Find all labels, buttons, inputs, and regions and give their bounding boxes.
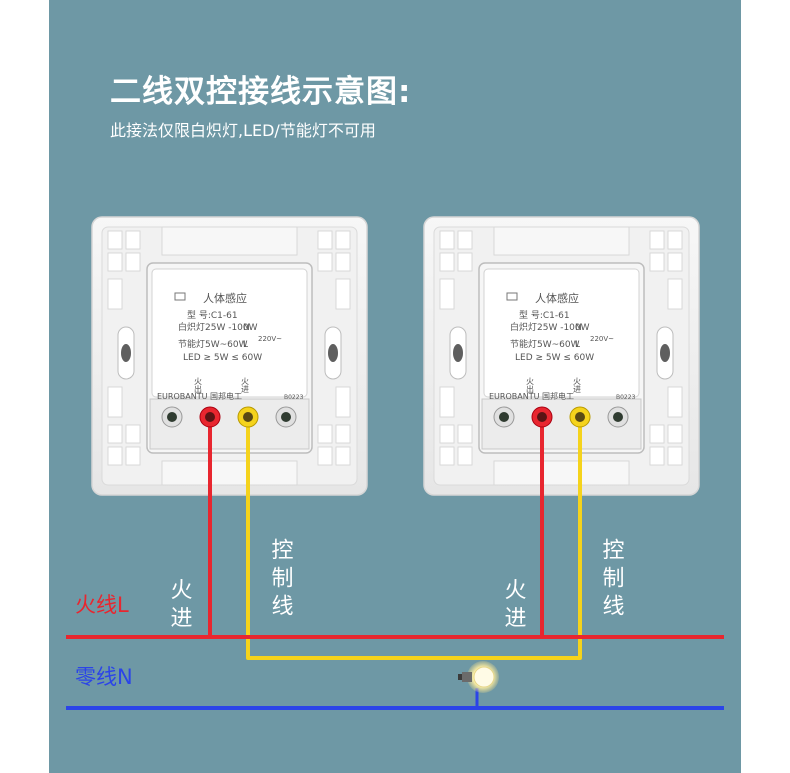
module-terminal-in: 火进 xyxy=(241,377,250,394)
module-voltage: 220V~ xyxy=(590,335,614,343)
module-model: 型 号:C1-61 xyxy=(519,310,570,321)
switch-right-module-label: 人体感应 型 号:C1-61 白炽灯25W -100W N 220V~ 节能灯5… xyxy=(489,291,636,401)
module-brand: EUROBANTU 国邦电工 xyxy=(157,391,242,401)
module-product-name: 人体感应 xyxy=(535,291,579,305)
control-wire xyxy=(246,418,582,660)
module-serial: B0223 xyxy=(616,394,636,401)
module-terminal-out: 火出 xyxy=(526,377,535,394)
module-spec-3: LED ≥ 5W ≤ 60W xyxy=(183,353,262,363)
control-label-left: 控制线 xyxy=(268,538,294,622)
wire-labels: 火进 控制线 火进 控制线 xyxy=(167,538,625,634)
module-terminal-l: L xyxy=(575,340,580,350)
module-brand: EUROBANTU 国邦电工 xyxy=(489,391,574,401)
switch-left-terminals xyxy=(161,406,297,428)
module-voltage: 220V~ xyxy=(258,335,282,343)
page-subtitle: 此接法仅限白炽灯,LED/节能灯不可用 xyxy=(110,121,376,140)
module-terminal-in: 火进 xyxy=(573,377,582,394)
module-product-name: 人体感应 xyxy=(203,291,247,305)
live-line-label: 火线L xyxy=(75,593,129,617)
module-spec-2: 节能灯5W~60W xyxy=(178,338,248,350)
module-spec-1: 白炽灯25W -100W xyxy=(178,321,258,333)
module-terminal-n: N xyxy=(575,323,582,333)
switch-left-module-label: 人体感应 型 号:C1-61 白炽灯25W -100W N 220V~ 节能灯5… xyxy=(157,291,304,401)
module-model: 型 号:C1-61 xyxy=(187,310,238,321)
lightbulb-icon xyxy=(458,661,499,693)
module-spec-1: 白炽灯25W -100W xyxy=(510,321,590,333)
module-serial: B0223 xyxy=(284,394,304,401)
module-terminal-n: N xyxy=(243,323,250,333)
module-spec-2: 节能灯5W~60W xyxy=(510,338,580,350)
control-label-right: 控制线 xyxy=(599,538,625,622)
module-spec-3: LED ≥ 5W ≤ 60W xyxy=(515,353,594,363)
switch-right-terminals xyxy=(493,406,629,428)
module-terminal-out: 火出 xyxy=(194,377,203,394)
module-terminal-l: L xyxy=(243,340,248,350)
live-in-label-left: 火进 xyxy=(167,578,193,634)
live-in-label-right: 火进 xyxy=(501,578,527,634)
page-title: 二线双控接线示意图: xyxy=(110,74,412,110)
wires xyxy=(66,418,724,710)
neutral-line-label: 零线N xyxy=(75,665,133,689)
